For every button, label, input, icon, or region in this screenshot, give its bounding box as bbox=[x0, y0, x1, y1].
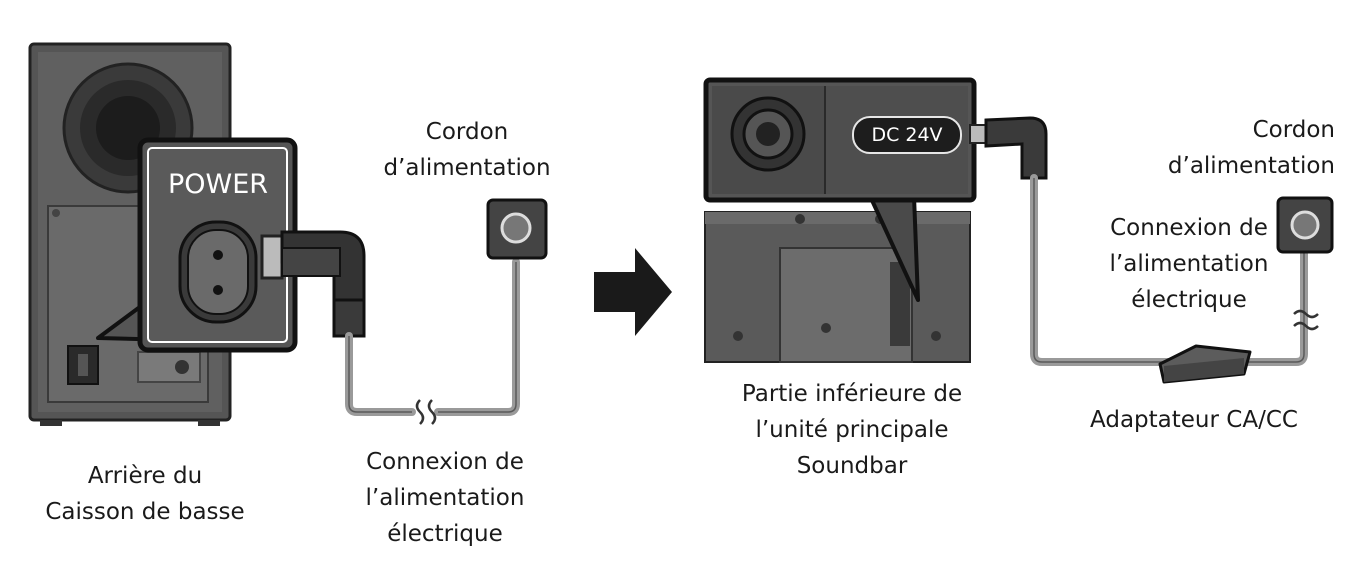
wall-outlet-icon bbox=[1276, 196, 1334, 254]
connection-label: Connexion de l’alimentation électrique bbox=[1109, 215, 1269, 313]
dc-24v-badge: DC 24V bbox=[852, 116, 962, 154]
power-label: POWER bbox=[168, 169, 269, 200]
soundbar-bottom-label: Partie inférieure de l’unité principale … bbox=[741, 381, 963, 479]
wall-outlet-icon bbox=[486, 198, 548, 260]
cord-label: Cordon d’alimentation bbox=[1167, 117, 1335, 179]
cable-break-icon bbox=[415, 399, 437, 425]
dc-plug bbox=[969, 116, 1048, 180]
left-power-plug bbox=[260, 230, 366, 338]
connection-label: Connexion de l’alimentation électrique bbox=[365, 449, 525, 547]
left-cable bbox=[345, 258, 520, 416]
arrow-right-icon bbox=[594, 248, 672, 336]
ac-dc-adapter bbox=[1158, 344, 1252, 384]
cable-break-icon bbox=[1293, 309, 1319, 331]
cord-label: Cordon d’alimentation bbox=[383, 119, 551, 181]
adapter-label: Adaptateur CA/CC bbox=[1090, 407, 1298, 433]
subwoofer-rear-label: Arrière du Caisson de basse bbox=[45, 463, 245, 525]
soundbar-bottom bbox=[704, 211, 971, 363]
dc-callout bbox=[703, 77, 977, 302]
